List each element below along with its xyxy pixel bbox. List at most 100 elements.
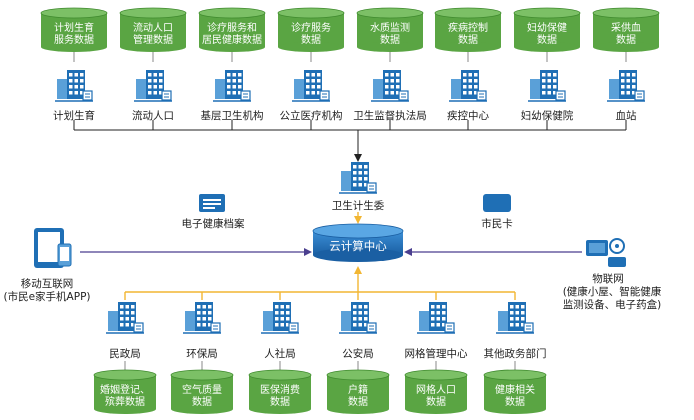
bottom-org-label-1: 环保局	[186, 347, 218, 360]
commission-building-window	[358, 171, 362, 175]
top-org-building-7-window	[621, 85, 625, 89]
top-org-label-0: 计划生育	[53, 109, 95, 122]
bottom-database-1-body	[171, 375, 233, 409]
bottom-org-label-3: 公安局	[342, 347, 374, 360]
bottom-org-building-0	[106, 302, 144, 334]
bottom-org-building-0-window	[120, 305, 124, 309]
ehr-folder-line	[203, 207, 215, 209]
top-org-building-0-window	[69, 85, 73, 89]
top-database-1-bottom	[120, 42, 186, 52]
top-database-1-top	[119, 7, 187, 19]
top-org-building-3-window	[306, 79, 310, 83]
top-database-5-body	[435, 13, 501, 47]
top-org-building-3-doc-badge	[319, 90, 330, 101]
bottom-org-building-2-window	[280, 305, 284, 309]
bottom-database-3-label-2: 数据	[348, 395, 368, 408]
bottom-database-0-top	[93, 369, 157, 381]
top-org-building-7-window	[626, 73, 630, 77]
top-database-0-label-2: 服务数据	[54, 33, 94, 46]
top-org-building-5-window	[468, 85, 472, 89]
top-org-building-0-window	[74, 73, 78, 77]
bottom-org-building-4-window	[431, 305, 435, 309]
top-org-building-3-window	[311, 91, 315, 95]
top-org-label-7: 血站	[616, 109, 637, 122]
top-org-building-4-window	[385, 73, 389, 77]
top-org-building-5-window	[463, 85, 467, 89]
top-org-building-4-window	[390, 91, 394, 95]
bottom-org-building-5-window	[515, 323, 519, 327]
top-org-building-1-window	[153, 91, 157, 95]
bottom-database-2-label-1: 医保消费	[260, 383, 300, 396]
top-org-building-2-side-block	[215, 79, 227, 99]
top-org-building-5-window	[474, 91, 478, 95]
top-org-building-5-doc-badge	[476, 90, 487, 101]
bottom-org-building-3-doc-badge	[366, 322, 377, 333]
bottom-org-building-5-doc-badge	[523, 322, 534, 333]
top-org-building-4-window	[396, 85, 400, 89]
bottom-database-1-label-1: 空气质量	[182, 383, 222, 396]
top-org-building-2-window	[227, 85, 231, 89]
bottom-org-building-1-window	[202, 311, 206, 315]
bottom-org-building-4-window	[436, 317, 440, 321]
top-database-6-label-1: 妇幼保健	[527, 21, 567, 34]
bottom-org-building-2-window	[286, 323, 290, 327]
top-org-building-4-window	[390, 85, 394, 89]
top-org-building-7-doc-badge	[634, 90, 645, 101]
top-org-building-2-window	[232, 85, 236, 89]
top-org-building-4-window	[396, 79, 400, 83]
ehr-icon	[199, 194, 225, 212]
top-org-building-2-window	[227, 91, 231, 95]
top-database-3-bottom	[278, 42, 344, 52]
bottom-org-building-3-window	[364, 317, 368, 321]
ehr-label: 电子健康档案	[182, 217, 245, 230]
commission-building-window	[353, 183, 357, 187]
top-org-building-2-window	[232, 79, 236, 83]
top-org-building-7-window	[621, 79, 625, 83]
bottom-org-building-2-side-block	[263, 311, 275, 331]
top-org-building-3	[292, 70, 330, 102]
nodes: 计划生育服务数据计划生育流动人口管理数据流动人口诊疗服务和居民健康数据基层卫生机…	[4, 7, 662, 414]
top-org-building-4-window	[385, 91, 389, 95]
top-database-4-label-2: 数据	[380, 33, 400, 46]
top-database-1-label-2: 管理数据	[133, 33, 173, 46]
bottom-org-label-0: 民政局	[109, 347, 141, 360]
iot-devices-icon	[586, 238, 626, 267]
top-org-building-6-window	[547, 79, 551, 83]
top-org-building-2-window	[227, 73, 231, 77]
bottom-org-building-4-window	[442, 305, 446, 309]
bottom-database-1-top	[170, 369, 234, 381]
top-org-building-2	[213, 70, 251, 102]
bottom-org-building-5-window	[521, 317, 525, 321]
bottom-org-building-1-window	[208, 317, 212, 321]
bottom-org-building-4-window	[431, 323, 435, 327]
bottom-database-5-top	[483, 369, 547, 381]
bottom-database-5-label-2: 数据	[505, 395, 525, 408]
bottom-database-2-bottom	[249, 404, 311, 414]
top-org-building-6-window	[553, 91, 557, 95]
top-org-building-5-window	[468, 73, 472, 77]
cloud-computing-center: 云计算中心	[312, 223, 404, 262]
bottom-org-building-3-window	[353, 323, 357, 327]
bottom-org-building-2	[261, 302, 299, 334]
top-org-building-6-window	[553, 79, 557, 83]
top-org-building-0	[55, 70, 93, 102]
top-org-building-5	[449, 70, 487, 102]
bottom-org-building-2-window	[280, 317, 284, 321]
top-org-building-2-window	[232, 73, 236, 77]
top-org-building-3-window	[306, 73, 310, 77]
top-org-building-1-window	[148, 73, 152, 77]
top-org-building-4-doc-badge	[398, 90, 409, 101]
bottom-org-building-5-window	[521, 305, 525, 309]
top-org-building-2-window	[238, 91, 242, 95]
top-org-building-0-window	[69, 79, 73, 83]
bottom-org-building-5-window	[510, 305, 514, 309]
top-database-2-label-2: 居民健康数据	[202, 33, 262, 46]
top-org-building-1-window	[153, 85, 157, 89]
